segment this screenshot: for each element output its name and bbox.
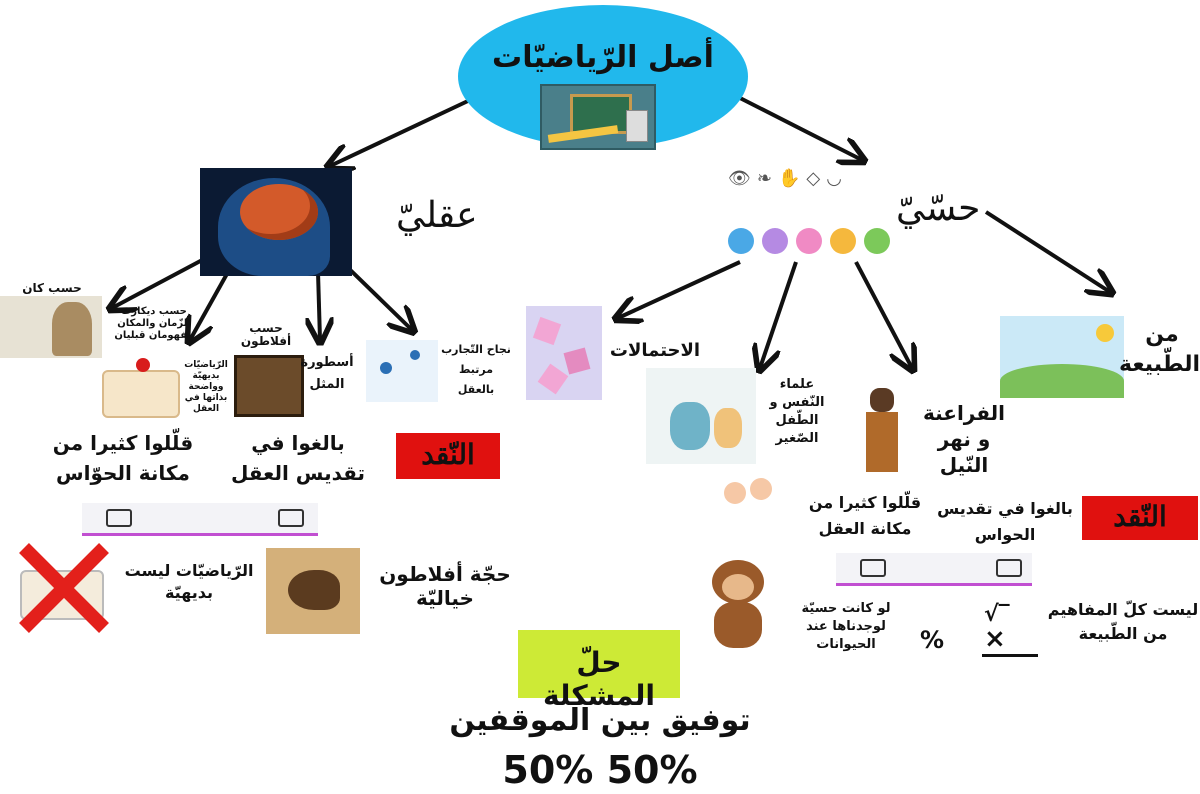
nose-icon: ◇ (806, 168, 821, 189)
sensory-critique-2: قلّلوا كثيرا من مكانة العقل (808, 493, 922, 538)
math-symbols-image: √‾ % × (912, 596, 1040, 664)
pharaoh-image (852, 384, 912, 480)
sense-dot-orange (830, 228, 856, 254)
cake-image (96, 352, 182, 418)
arrow-brain-myth (318, 271, 320, 340)
sense-dot-green (864, 228, 890, 254)
senses-icons-row: 👁 ❧ ✋ ◇ ◡ (728, 168, 888, 196)
descartes-label: حسب ديكارت الزّمان والمكان مفهومان قبليا… (114, 306, 194, 341)
rational-objection-2: حجّة أفلاطون خياليّة (379, 562, 511, 610)
rational-divider-bar (82, 503, 318, 536)
arrow-brain-descartes (190, 271, 230, 340)
rational-critique-badge: النّقد (396, 433, 500, 479)
sensory-critique-badge: النّقد (1082, 496, 1198, 540)
psychologists-label: علماء النّفس و الطّفل الصّغير (769, 377, 825, 446)
rational-objection-1: الرّياضيّات ليست بديهيّة (124, 561, 254, 602)
experiments-label: نجاح التّجارب مرتبط بالعقل (441, 343, 511, 396)
sensory-critique-1: بالغوا في تقديس الحواس (937, 499, 1073, 544)
dice-image (526, 306, 602, 400)
eye-icon: 👁 (728, 168, 751, 189)
pharaohs-label: الفراعنة و نهر النّيل (922, 401, 1005, 477)
sensory-objection-1: لو كانت حسيّة لوجدناها عند الحيوانات (801, 601, 891, 652)
psychology-image (646, 368, 756, 464)
crossed-cake-image (16, 540, 112, 636)
solution-box (518, 630, 680, 698)
solution-label: حلّ المشكلة (542, 646, 656, 712)
sense-dot-blue (728, 228, 754, 254)
sensory-objection-2: ليست كلّ المفاهيم من الطّبيعة (1047, 600, 1199, 643)
sensory-label: حسّيّ (896, 188, 981, 229)
arrow-sensory-psychologists (760, 261, 798, 368)
sensory-divider-bar (836, 553, 1032, 586)
arrow-sensory-probabilities (618, 260, 741, 318)
brain-image (200, 168, 352, 276)
plato-label: حسب أفلاطون (240, 321, 292, 348)
ear-icon: ❧ (756, 168, 772, 189)
hand-icon: ✋ (777, 168, 801, 189)
math-tools-image (540, 84, 656, 150)
experiments-image (366, 340, 438, 402)
monkey-image (700, 556, 776, 652)
compromise-text: توفيق بين الموقفين (449, 703, 751, 738)
arrow-root-sensory (739, 96, 862, 160)
arrow-sensory-pharaohs (854, 261, 912, 368)
nature-label: من الطّبيعة (1119, 322, 1200, 377)
arrow-brain-experiments (338, 258, 412, 330)
arrow-brain-kant (112, 256, 207, 308)
rational-label: عقليّ (396, 195, 478, 236)
kant-label: حسب كان (22, 281, 82, 295)
axioms-label: الرّياضيّات بديهيّة وواضحة بذاتها في الع… (184, 360, 228, 414)
kant-image (0, 296, 102, 358)
rational-critique-1: بالغوا في تقديس العقل (230, 431, 366, 485)
plato-painting (234, 355, 304, 417)
plato-myth-label: أسطورة المثل (300, 355, 354, 392)
nature-image (1000, 316, 1124, 398)
children-image (722, 472, 776, 520)
eagle-painting (266, 548, 360, 634)
sense-dot-purple (762, 228, 788, 254)
root-title: أصل الرّياضيّات (492, 40, 714, 75)
arrow-sensory-nature (984, 210, 1110, 292)
sense-dot-pink (796, 228, 822, 254)
arrow-root-rational (330, 98, 471, 166)
percent-text: 50% 50% (502, 748, 698, 792)
rational-critique-2: قلّلوا كثيرا من مكانة الحوّاس (52, 431, 194, 485)
probabilities-label: الاحتمالات (609, 340, 701, 361)
mouth-icon: ◡ (826, 168, 842, 189)
sense-dots (728, 228, 892, 256)
